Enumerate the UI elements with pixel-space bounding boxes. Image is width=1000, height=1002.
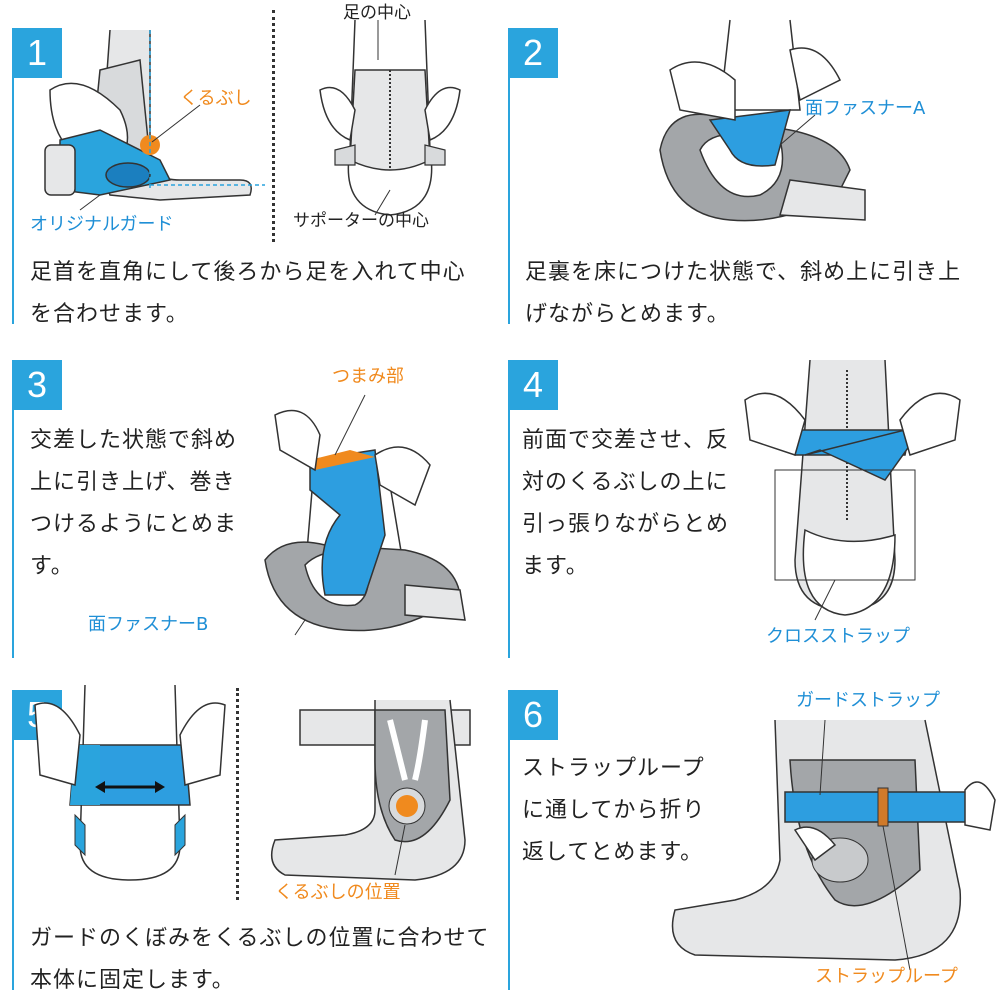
step-1-side-line bbox=[12, 78, 14, 324]
step-6-label-strap-loop: ストラップループ bbox=[815, 966, 958, 987]
step-2-label-fastener-a: 面ファスナーA bbox=[805, 98, 926, 119]
step-1-divider bbox=[272, 10, 275, 242]
step-1-back-illustration bbox=[319, 19, 461, 216]
step-1-label-ankle-bone: くるぶし bbox=[180, 88, 252, 109]
step-1-description: 足首を直角にして後ろから足を入れて中心を合わせます。 bbox=[30, 260, 466, 327]
step-3-description: 交差した状態で斜め上に引き上げ、巻きつけるようにとめます。 bbox=[30, 428, 238, 579]
step-1-label-supporter-center: サポーターの中心 bbox=[293, 211, 429, 231]
step-4-side-line bbox=[508, 410, 510, 658]
step-4-illustration bbox=[744, 359, 961, 621]
step-5-label-ankle-position: くるぶしの位置 bbox=[275, 882, 401, 903]
step-6-number: 6 bbox=[508, 690, 558, 740]
step-3-label-fastener-b: 面ファスナーB bbox=[88, 614, 209, 635]
step-2-side-line bbox=[508, 78, 510, 324]
step-6-label-guard-strap: ガードストラップ bbox=[796, 690, 940, 711]
step-2-description: 足裏を床につけた状態で、斜め上に引き上げながらとめます。 bbox=[525, 260, 962, 327]
step-1-label-original-guard: オリジナルガード bbox=[30, 214, 174, 235]
step-4-number: 4 bbox=[508, 360, 558, 410]
step-5-front-illustration bbox=[34, 684, 226, 881]
step-6-description: ストラップループに通してから折り返してとめます。 bbox=[522, 756, 706, 865]
step-3-label-grip: つまみ部 bbox=[332, 366, 404, 387]
step-5-divider bbox=[236, 688, 239, 900]
step-1-side-illustration bbox=[44, 29, 265, 211]
step-2-illustration bbox=[659, 19, 866, 222]
step-4-description: 前面で交差させ、反対のくるぶしの上に引っ張りながらとめます。 bbox=[522, 428, 730, 579]
step-3-number: 3 bbox=[12, 360, 62, 410]
step-5-side-line bbox=[12, 740, 14, 990]
step-3-illustration bbox=[264, 394, 466, 636]
step-5-side-illustration bbox=[270, 699, 471, 881]
step-6-illustration bbox=[671, 719, 996, 971]
step-4-label-cross-strap: クロスストラップ bbox=[766, 626, 910, 647]
step-1-number: 1 bbox=[12, 28, 62, 78]
step-1-label-foot-center: 足の中心 bbox=[343, 3, 411, 23]
step-5-description: ガードのくぼみをくるぶしの位置に合わせて本体に固定します。 bbox=[30, 926, 490, 993]
step-2-number: 2 bbox=[508, 28, 558, 78]
step-6-side-line bbox=[508, 740, 510, 990]
step-3-side-line bbox=[12, 410, 14, 658]
